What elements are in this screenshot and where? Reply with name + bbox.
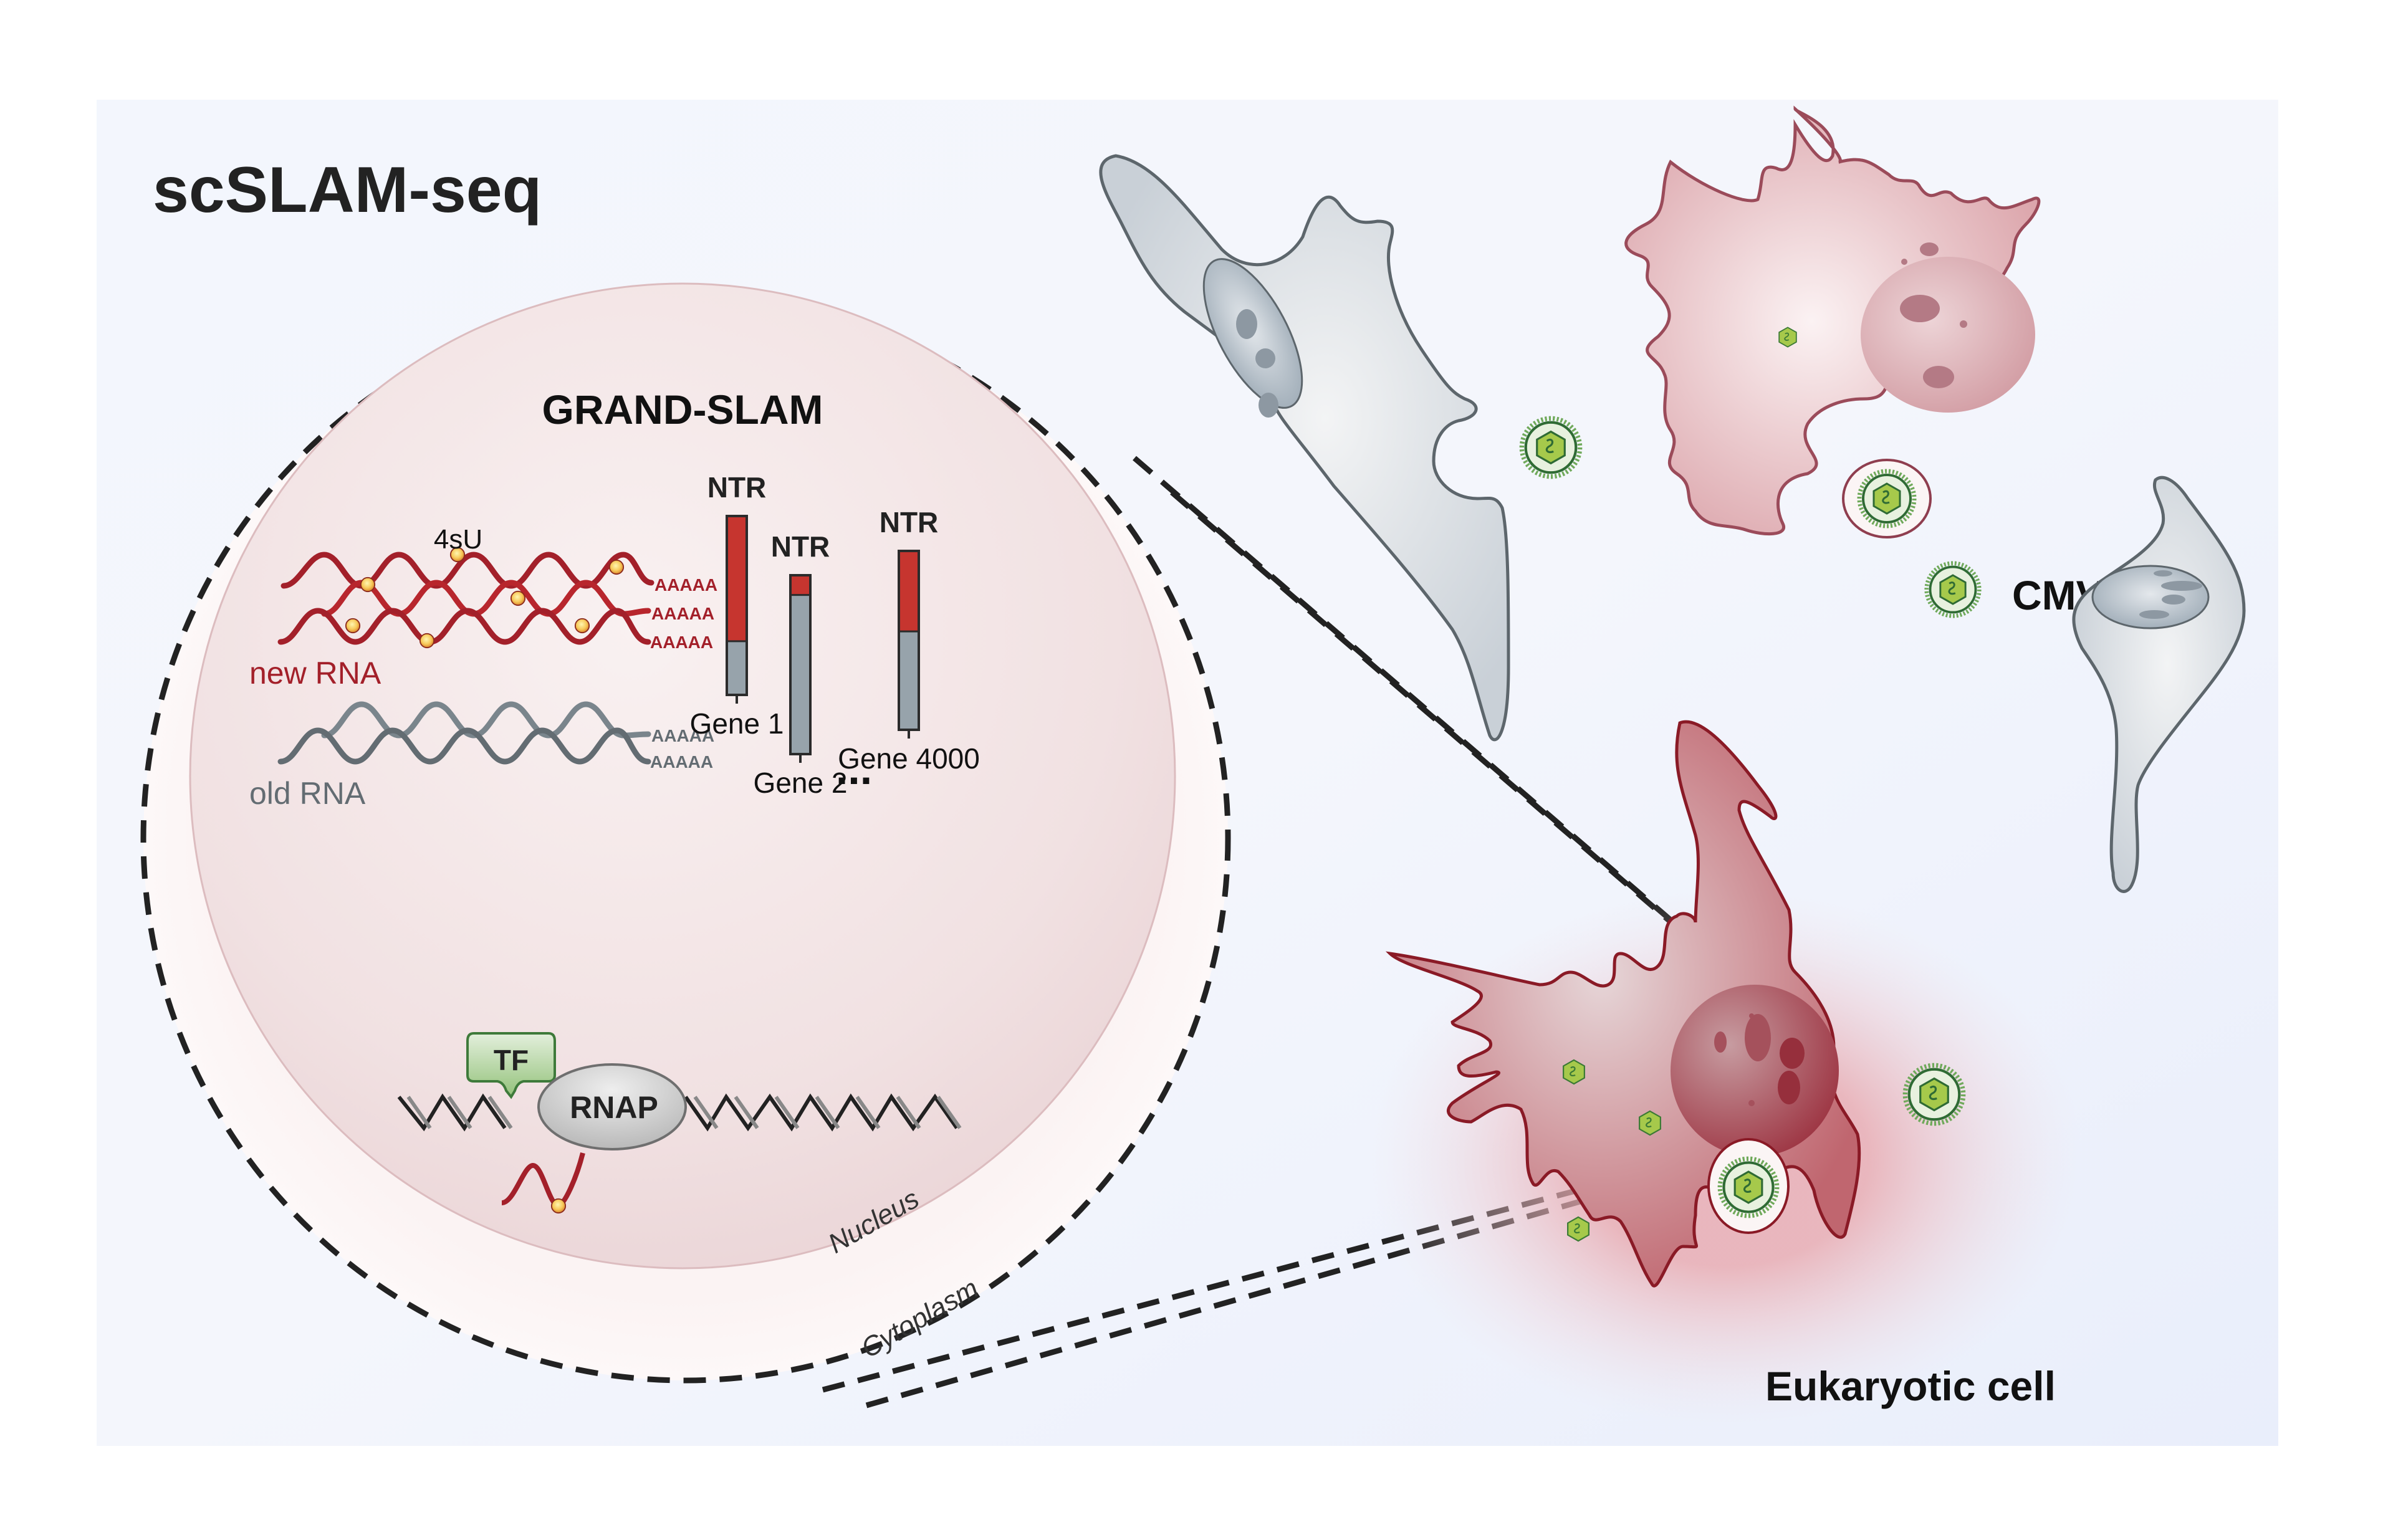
nucleolus [1745, 1014, 1771, 1061]
new-rna-strands [277, 552, 654, 645]
tf-protein: TF [466, 1032, 556, 1099]
nucleolus [1901, 259, 1907, 265]
ellipsis: ... [836, 745, 872, 793]
polya-tail: AAAAA [651, 726, 714, 745]
ntr-header: NTR [771, 530, 830, 563]
ntr-bar: NTR Gene 4000 [838, 506, 980, 775]
zoomed-cell-view: GRAND-SLAM 4sU AAAAA AAAAA AAAAA new RNA… [140, 282, 1231, 1384]
nucleolus [1714, 1031, 1727, 1053]
nucleolus [1255, 348, 1275, 368]
4su-nucleotide-icon [345, 618, 361, 634]
4su-nucleotide-icon [550, 1198, 567, 1214]
ntr-header: NTR [880, 506, 939, 538]
ntr-bar: NTR Gene 1 [690, 471, 784, 740]
dna-helix-icon [397, 1093, 962, 1132]
old-rna-strands [277, 701, 651, 765]
infected-cell-top: CMV [1624, 105, 2104, 618]
rna-strand-icon [277, 608, 651, 645]
nucleolus [1259, 393, 1278, 418]
zoom-line-lower [822, 1156, 1697, 1393]
polya-tail: AAAAA [654, 575, 717, 595]
capsid-icon [1639, 1110, 1661, 1136]
cell-label: Eukaryotic cell [1765, 1363, 2056, 1409]
nucleolus [2154, 570, 2172, 576]
nucleolus [1236, 309, 1257, 339]
nucleus [189, 282, 1176, 1270]
old-rna-segment [727, 641, 747, 695]
zoom-connector-lines [822, 456, 1722, 1408]
nucleolus [1920, 242, 1939, 256]
old-rna-segment [790, 595, 810, 754]
capsid-icon [1778, 327, 1797, 348]
cell-nucleus [1671, 985, 1839, 1157]
4su-nucleotide-icon [510, 590, 526, 606]
uninfected-cell-right [2072, 476, 2246, 893]
gene-label: Gene 1 [690, 707, 784, 740]
polya-tail: AAAAA [651, 604, 714, 623]
polya-tail: AAAAA [650, 752, 713, 772]
tf-label: TF [494, 1044, 529, 1076]
4su-nucleotide-icon [608, 559, 625, 575]
new-rna-label: new RNA [249, 656, 381, 691]
uninfected-cell-top [1099, 154, 1580, 742]
nascent-rna-icon [501, 1152, 585, 1209]
figure-title: scSLAM-seq [153, 154, 542, 226]
cell-nucleus [2091, 565, 2210, 629]
eukaryotic-cell: Eukaryotic cell [1371, 720, 2082, 1427]
nucleolus [2161, 581, 2202, 591]
old-rna-segment [899, 631, 919, 730]
rnap-label: RNAP [570, 1090, 658, 1125]
gene-label: Gene 4000 [838, 742, 980, 775]
4su-nucleotide-icon [360, 576, 376, 593]
grand-slam-heading: GRAND-SLAM [542, 386, 823, 433]
polya-tail: AAAAA [650, 633, 713, 652]
dna-strand [397, 1093, 959, 1132]
rna-strand-icon [321, 701, 651, 739]
old-rna-label: old RNA [249, 776, 366, 811]
rna-strand-icon [280, 552, 654, 589]
4su-nucleotide-icon [574, 618, 590, 634]
nucleolus [2162, 595, 2185, 605]
tf-shape [466, 1032, 556, 1099]
rna-strand-icon [277, 727, 651, 765]
zoom-line-upper-2 [1170, 490, 1713, 959]
4su-label: 4sU [434, 524, 482, 555]
nucleolus [1778, 1071, 1800, 1104]
nucleolus [2139, 610, 2169, 619]
ntr-header: NTR [707, 471, 767, 504]
nucleolus [1749, 1013, 1754, 1018]
dna-strand [406, 1096, 962, 1129]
ntr-bar-chart: NTR Gene 1 NTR Gene 2 NTR Gene 4000 [690, 471, 980, 799]
new-rna-segment [790, 575, 810, 595]
nucleolus [1923, 366, 1954, 388]
nucleolus [1748, 1100, 1755, 1106]
capsid-icon [1567, 1216, 1589, 1242]
cell-nucleus [1861, 257, 2035, 413]
new-rna-segment [727, 516, 747, 641]
nucleolus [1900, 295, 1940, 322]
4su-nucleotide-icon [419, 633, 435, 649]
rnap-protein: RNAP [537, 1063, 687, 1150]
rnap-shape [537, 1063, 687, 1150]
gene-label: Gene 2 [754, 767, 848, 799]
cell-membrane-outline [140, 293, 1231, 1384]
nucleolus [1960, 320, 1967, 328]
rna-strand-icon [321, 580, 651, 617]
nucleolus [1780, 1038, 1805, 1069]
capsid-icon [1563, 1059, 1585, 1085]
new-rna-segment [899, 551, 919, 632]
ntr-bar: NTR Gene 2 [754, 530, 848, 799]
